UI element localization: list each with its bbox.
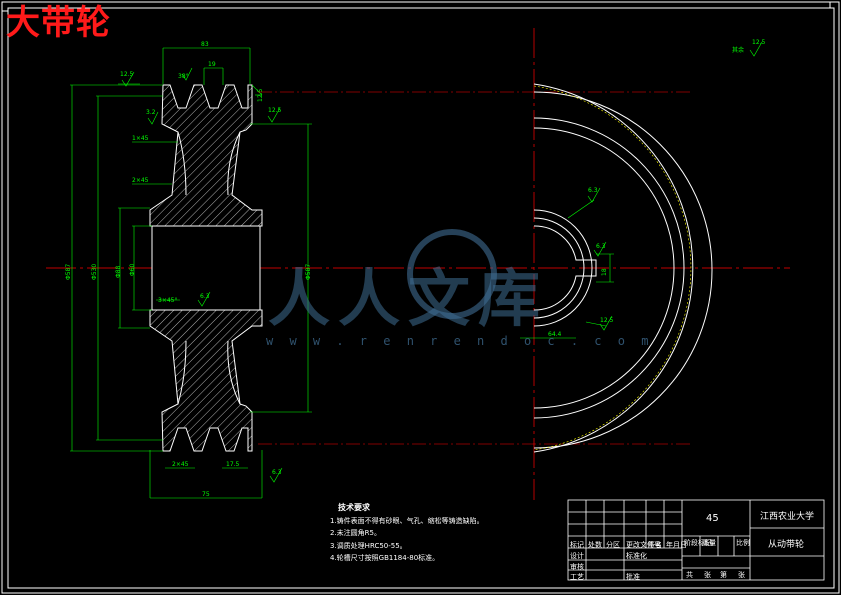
side-half-view: 6.3 6.3 12.5 18 64.4 其余 12.5 <box>520 28 766 500</box>
tb-stage-label: 阶段标记 <box>684 539 712 547</box>
upper-rim <box>149 84 263 227</box>
dim-groove-depth: 12.5 <box>257 88 264 102</box>
title-block-part-name: 从动带轮 <box>768 540 805 550</box>
tb-row-label: 处数 <box>588 541 602 549</box>
side-roughness: 6.3 <box>596 243 606 250</box>
title-block <box>567 499 825 581</box>
roughness-label: 12.5 <box>120 71 134 78</box>
side-roughness: 12.5 <box>600 317 614 324</box>
tb-sheet-label: 共 <box>686 571 693 579</box>
hub-arc <box>533 209 593 327</box>
tb-row-label: 年月日 <box>666 541 687 549</box>
tb-left-label: 审核 <box>570 563 584 571</box>
dim-width-bottom: 75 <box>202 491 210 498</box>
bore-arc <box>533 225 597 311</box>
tb-stage-label: 重量 <box>702 539 716 547</box>
tb-row-label: 更改文件号 <box>626 541 661 549</box>
side-dimension-lines <box>520 41 763 339</box>
tb-stage-label: 比例 <box>736 539 750 547</box>
watermark-url: w w w . r e n r e n d o c . c o m <box>266 334 653 348</box>
lower-rim <box>149 309 263 452</box>
tb-sheet-label: 张 <box>738 571 745 579</box>
tb-sheet-label: 张 <box>704 571 711 579</box>
outer-rim-arc-yellow <box>533 85 692 451</box>
tb-sheet-label: 第 <box>720 571 727 579</box>
dim-hub-dia1: Φ88 <box>115 265 122 278</box>
tech-heading: 技术要求 <box>338 503 370 512</box>
title-block-material: 45 <box>706 513 719 524</box>
rim-inner-arc <box>533 117 685 419</box>
dim-edge: 2×45 <box>172 461 189 468</box>
keyway-depth-dim: 64.4 <box>548 331 562 338</box>
drawing-title: 大带轮 <box>6 3 111 43</box>
tb-mid-label: 标准化 <box>626 552 647 560</box>
dim-diameter-right: Φ587 <box>305 264 312 280</box>
watermark-logo-icon <box>407 229 497 319</box>
front-dimension-lines <box>70 47 312 499</box>
web-curve <box>177 131 187 196</box>
tb-left-label: 工艺 <box>570 573 584 581</box>
roughness-label: 12.5 <box>268 107 282 114</box>
side-roughness: 6.3 <box>588 187 598 194</box>
groove-centerlines <box>258 91 690 445</box>
tech-item: 1.铸件表面不得有砂眼、气孔、缩松等铸造缺陷。 <box>330 516 484 525</box>
roughness-label: 6.3 <box>200 293 210 300</box>
keyway-dim: 18 <box>601 268 608 276</box>
inner-frame <box>7 7 835 589</box>
front-section-view: 83 19 38° 75 17.5 12.5 Φ587 Φ530 Φ587 Φ8… <box>46 41 790 499</box>
tb-row-label: 分区 <box>606 541 620 549</box>
roughness-symbols <box>121 67 283 483</box>
tb-row-label: 签名 <box>648 541 662 549</box>
dim-groove-pitch-bottom: 17.5 <box>226 461 240 468</box>
web-curve <box>227 131 241 196</box>
dim-diameter-ref: Φ530 <box>91 264 98 280</box>
misc-note: 其余 <box>732 46 744 54</box>
roughness-label: 3.2 <box>146 109 156 116</box>
dim-width-top: 83 <box>201 41 209 48</box>
dim-groove-angle: 38° <box>178 73 189 80</box>
misc-roughness: 12.5 <box>752 39 766 46</box>
dim-diameter-outer: Φ587 <box>65 264 72 280</box>
title-block-university: 江西农业大学 <box>760 512 815 522</box>
dim-fillet2: 2×45 <box>132 177 149 184</box>
tech-item: 4.轮槽尺寸按照GB1184-80标准。 <box>330 554 440 562</box>
tb-row-label: 标记 <box>570 541 584 549</box>
hub-bore <box>151 225 261 311</box>
outer-rim-arc2 <box>533 83 694 453</box>
tech-requirements: 技术要求 1.铸件表面不得有砂眼、气孔、缩松等铸造缺陷。 2.未注圆角R5。 3… <box>330 502 484 565</box>
tech-item: 3.调质处理HRC50-55。 <box>330 541 407 550</box>
tb-left-label: 设计 <box>570 552 584 560</box>
roughness-label: 6.3 <box>272 469 282 476</box>
hub-arc2 <box>533 217 585 319</box>
rim-inner-arc2 <box>533 127 675 409</box>
dim-chamfer: 3×45° <box>158 297 177 304</box>
outer-rim-arc <box>533 91 713 449</box>
dim-groove-pitch: 19 <box>208 61 216 68</box>
tb-mid-label: 批准 <box>626 573 640 581</box>
dim-fillet1: 1×45 <box>132 135 149 142</box>
tech-item: 2.未注圆角R5。 <box>330 529 381 537</box>
dim-hub-dia2: Φ60 <box>129 263 136 276</box>
web-curve <box>227 340 241 405</box>
web-curve <box>177 340 187 405</box>
